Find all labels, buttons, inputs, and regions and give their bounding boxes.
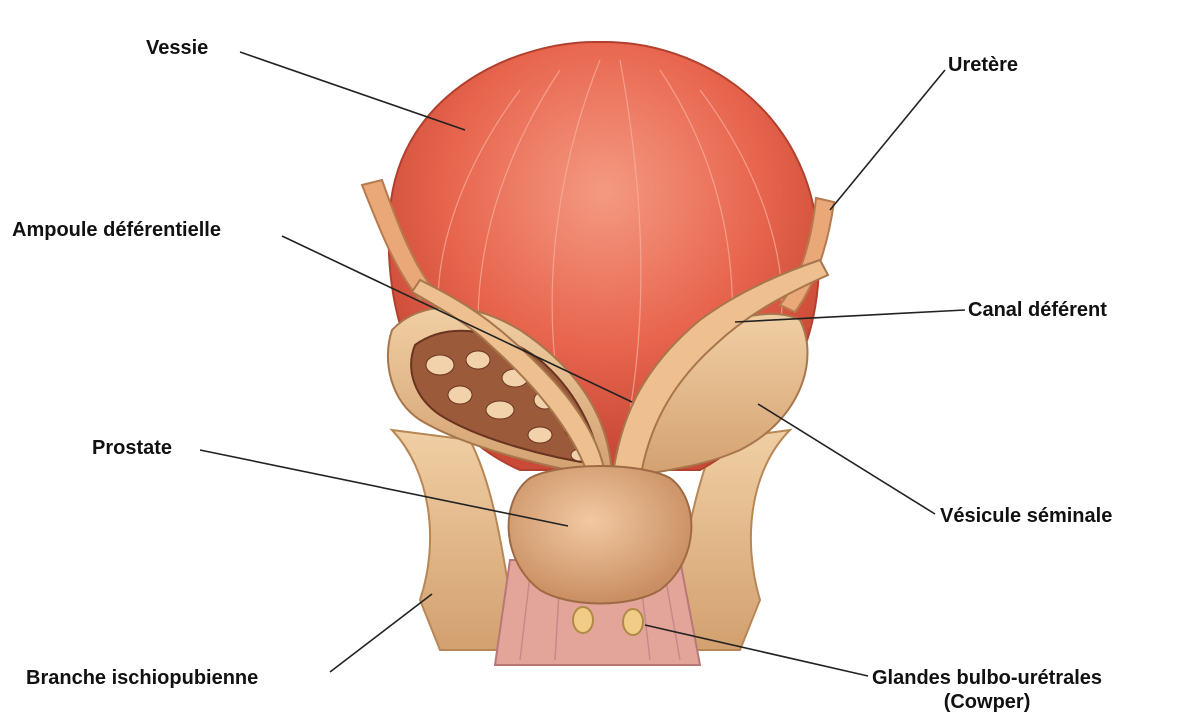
- label-glandes-line2: (Cowper): [872, 690, 1102, 714]
- leader-branche: [330, 594, 432, 672]
- leader-uretere: [830, 70, 945, 210]
- bulbourethral-gland-right: [623, 609, 643, 635]
- label-vessie: Vessie: [146, 36, 208, 60]
- label-glandes-bulbo-uretrales: Glandes bulbo-urétrales (Cowper): [872, 666, 1102, 714]
- label-glandes-line1: Glandes bulbo-urétrales: [872, 666, 1102, 690]
- label-branche-ischiopubienne: Branche ischiopubienne: [26, 666, 258, 690]
- leader-vesicule: [758, 404, 935, 514]
- label-prostate: Prostate: [92, 436, 172, 460]
- label-canal-deferent: Canal déférent: [968, 298, 1107, 322]
- label-ampoule-deferentielle: Ampoule déférentielle: [12, 218, 221, 242]
- leader-vessie: [240, 52, 465, 130]
- ischiopubic-branch-left: [392, 430, 520, 650]
- bulbourethral-gland-left: [573, 607, 593, 633]
- prostate: [509, 466, 692, 604]
- label-vesicule-seminale: Vésicule séminale: [940, 504, 1112, 528]
- label-uretere: Uretère: [948, 53, 1018, 77]
